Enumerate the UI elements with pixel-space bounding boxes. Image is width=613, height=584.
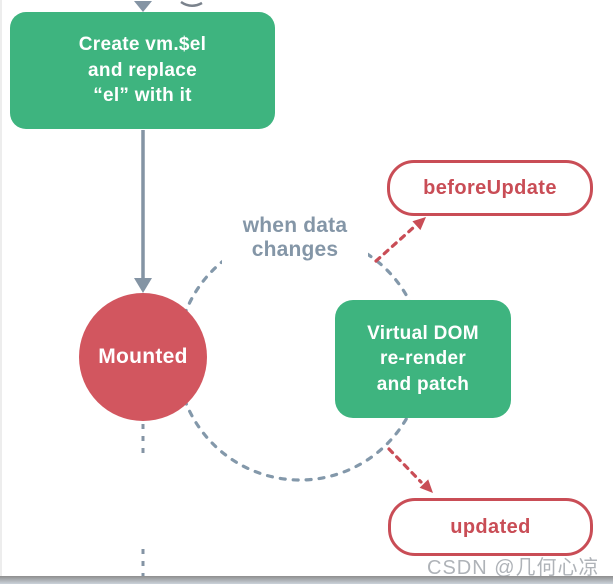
- when-data-line: changes: [251, 238, 339, 262]
- csdn-watermark: CSDN @几何心凉: [427, 557, 600, 579]
- left-edge-line: [0, 0, 2, 576]
- updated-hook-box: updated: [388, 498, 593, 556]
- vdom-box-line: and patch: [376, 373, 470, 395]
- create-box-line: Create vm.$el: [78, 34, 207, 56]
- bottom-scrollbar[interactable]: [0, 576, 613, 584]
- top-entry-arrowhead-icon: [134, 1, 152, 12]
- vdom-box-line: re-render: [379, 348, 467, 370]
- to-updated-dashed-line: [387, 447, 423, 484]
- before-update-label: beforeUpdate: [423, 176, 557, 199]
- before-update-arrowhead-icon: [412, 217, 426, 231]
- create-box-line: “el” with it: [93, 85, 192, 107]
- updated-label: updated: [450, 515, 531, 538]
- create-vm-el-box: Create vm.$el and replace “el” with it: [10, 12, 275, 129]
- down-arrowhead-icon: [134, 278, 152, 293]
- when-data-changes-label: when data changes: [222, 211, 368, 266]
- updated-arrowhead-icon: [419, 479, 433, 493]
- create-box-line: and replace: [88, 59, 197, 81]
- to-before-update-dashed-line: [374, 225, 416, 263]
- mounted-state-circle: Mounted: [79, 293, 207, 421]
- before-update-hook-box: beforeUpdate: [387, 160, 593, 216]
- mounted-label: Mounted: [98, 345, 188, 368]
- when-data-line: when data: [242, 214, 348, 237]
- virtual-dom-box: Virtual DOM re-render and patch: [335, 300, 511, 418]
- cropped-arc: [180, 0, 203, 7]
- vdom-box-line: Virtual DOM: [367, 322, 479, 344]
